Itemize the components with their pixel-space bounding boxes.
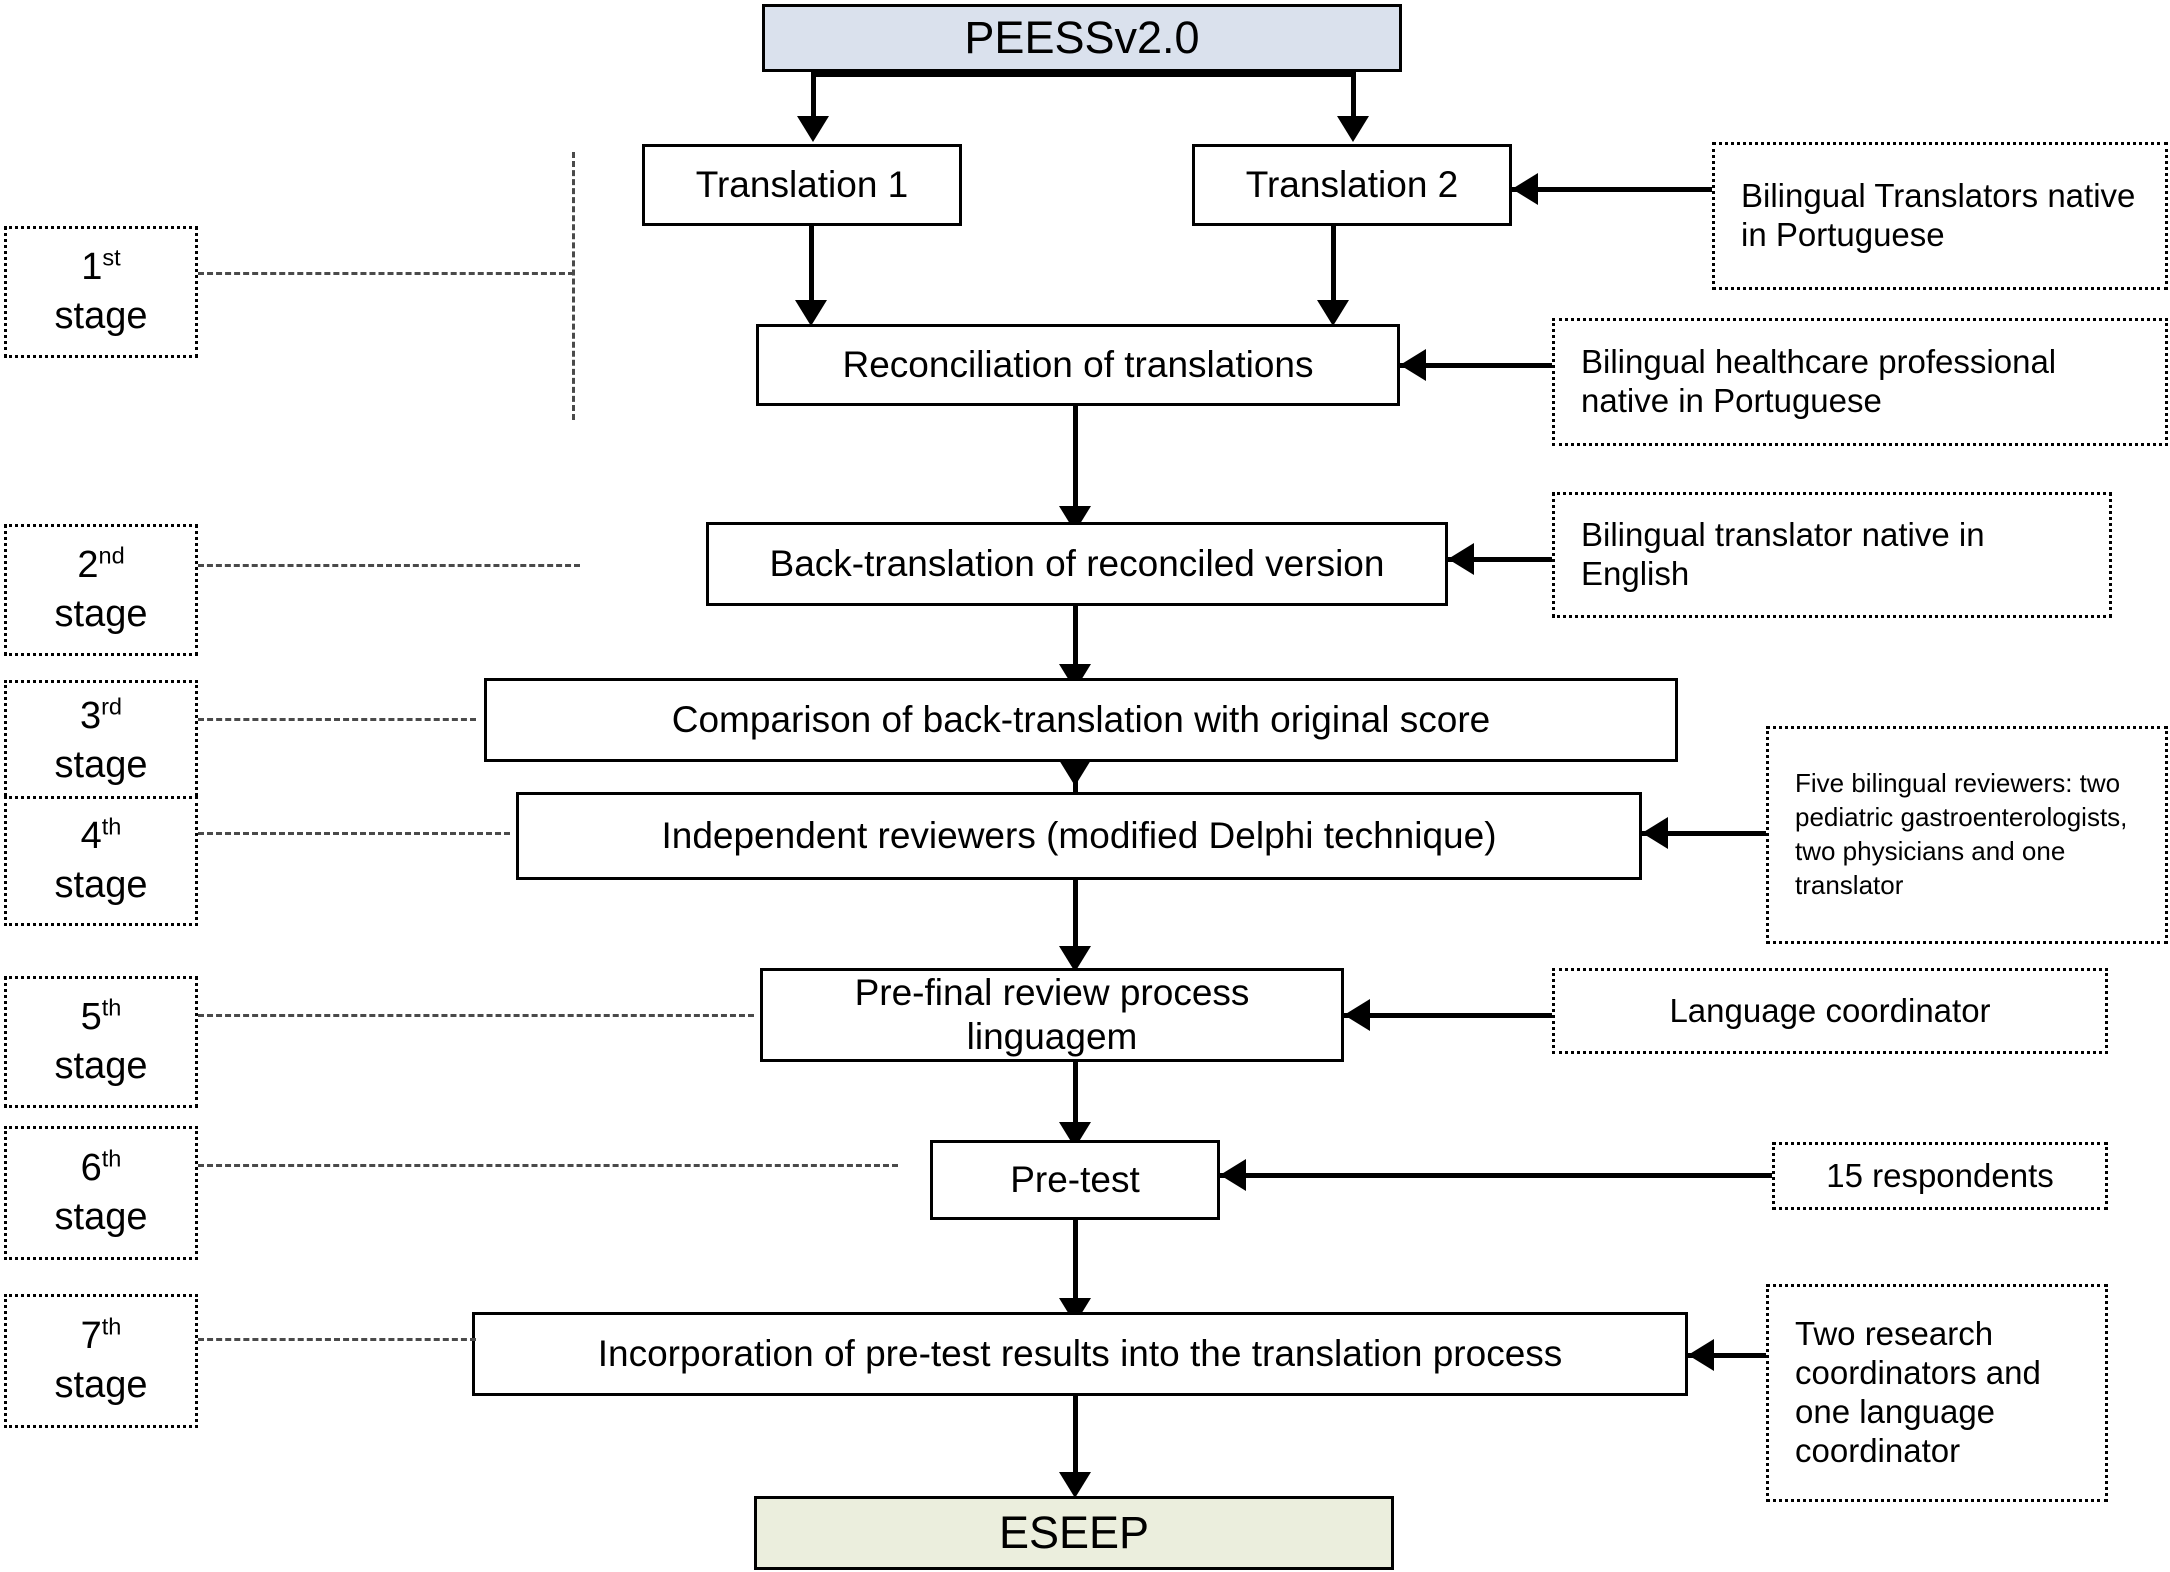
stage-ordinal-5: 5th (80, 993, 122, 1038)
annotation-bilingual-translators: Bilingual Translators native in Portugue… (1712, 142, 2168, 290)
connector-annot-respondents-to-pretest (1220, 1173, 1772, 1178)
arrowhead-translation2-inbound (1512, 173, 1538, 205)
stage-ordinal-2: 2nd (77, 541, 125, 586)
connector-source-to-translation1 (811, 72, 816, 120)
arrowhead-prefinal (1059, 946, 1091, 972)
stage-label-7: 7th stage (4, 1294, 198, 1428)
connector-translation2-to-reconciliation (1331, 226, 1336, 310)
connector-prefinal-to-pretest (1073, 1062, 1078, 1138)
arrowhead-reconciliation-right (1317, 300, 1349, 326)
stage-ordinal-1: 1st (81, 243, 121, 288)
stage-word-3: stage (54, 744, 148, 786)
connector-reviewers-to-prefinal (1073, 880, 1078, 962)
node-translation-1: Translation 1 (642, 144, 962, 226)
leader-stage-2 (198, 564, 580, 567)
annotation-bilingual-healthcare: Bilingual healthcare professional native… (1552, 318, 2168, 446)
annotation-bilingual-translator-english: Bilingual translator native in English (1552, 492, 2112, 618)
node-back-translation: Back-translation of reconciled version (706, 522, 1448, 606)
leader-stage-5 (198, 1014, 754, 1017)
leader-stage-3 (198, 718, 476, 721)
connector-backtranslation-to-comparison (1073, 606, 1078, 680)
leader-stage-6 (198, 1164, 898, 1167)
stage-label-1: 1st stage (4, 226, 198, 358)
stage-label-3: 3rd stage (4, 680, 198, 802)
stage-ordinal-3: 3rd (79, 692, 123, 737)
stage-label-6: 6th stage (4, 1126, 198, 1260)
annotation-two-research-coordinators: Two research coordinators and one langua… (1766, 1284, 2108, 1502)
arrowhead-reviewers-inbound (1642, 817, 1668, 849)
arrowhead-incorporation-inbound (1688, 1339, 1714, 1371)
node-pre-test: Pre-test (930, 1140, 1220, 1220)
arrowhead-reconciliation-inbound (1400, 349, 1426, 381)
node-independent-reviewers: Independent reviewers (modified Delphi t… (516, 792, 1642, 880)
node-peessv2: PEESSv2.0 (762, 4, 1402, 72)
stage-word-5: stage (54, 1045, 148, 1087)
leader-stage-4 (198, 832, 510, 835)
arrowhead-backtranslation-inbound (1448, 543, 1474, 575)
stage-ordinal-4: 4th (80, 812, 122, 857)
stage-label-4: 4th stage (4, 796, 198, 926)
arrowhead-prefinal-inbound (1344, 999, 1370, 1031)
arrowhead-reviewers (1059, 760, 1091, 786)
arrowhead-to-translation1 (797, 116, 829, 142)
stage-word-7: stage (54, 1364, 148, 1406)
node-translation-2: Translation 2 (1192, 144, 1512, 226)
pre-final-line-1: Pre-final review process (854, 972, 1250, 1014)
stage-label-5: 5th stage (4, 976, 198, 1108)
connector-annot-english-to-backtranslation (1448, 557, 1552, 562)
node-pre-final-review: Pre-final review process linguagem (760, 968, 1344, 1062)
annotation-15-respondents: 15 respondents (1772, 1142, 2108, 1210)
stage-ordinal-7: 7th (80, 1312, 122, 1357)
arrowhead-eseep (1059, 1472, 1091, 1498)
arrowhead-pretest-inbound (1220, 1159, 1246, 1191)
pre-final-line-2: linguagem (966, 1016, 1138, 1057)
stage-word-4: stage (54, 864, 148, 906)
stage-label-2: 2nd stage (4, 524, 198, 656)
node-eseep: ESEEP (754, 1496, 1394, 1570)
node-reconciliation: Reconciliation of translations (756, 324, 1400, 406)
stage-word-1: stage (54, 295, 148, 337)
connector-annot-reviewers-to-node (1642, 831, 1766, 836)
fork-horizontal-connector (811, 72, 1356, 77)
node-incorporation: Incorporation of pre-test results into t… (472, 1312, 1688, 1396)
connector-annot-coordinators-to-incorporation (1688, 1353, 1766, 1358)
connector-annot-translators-to-translation2 (1512, 187, 1712, 192)
stage-ordinal-6: 6th (80, 1144, 122, 1189)
connector-annot-healthcare-to-reconciliation (1400, 363, 1552, 368)
connector-incorporation-to-eseep (1073, 1396, 1078, 1492)
stage-word-2: stage (54, 593, 148, 635)
leader-stage-7 (198, 1338, 476, 1341)
annotation-language-coordinator: Language coordinator (1552, 968, 2108, 1054)
node-comparison: Comparison of back-translation with orig… (484, 678, 1678, 762)
connector-reconciliation-to-backtranslation (1073, 406, 1078, 516)
arrowhead-reconciliation-left (795, 300, 827, 326)
bracket-stage-1 (572, 152, 575, 420)
arrowhead-to-translation2 (1337, 116, 1369, 142)
connector-annot-language-to-prefinal (1344, 1013, 1552, 1018)
annotation-five-bilingual-reviewers: Five bilingual reviewers: two pediatric … (1766, 726, 2168, 944)
connector-translation1-to-reconciliation (809, 226, 814, 310)
connector-source-to-translation2 (1351, 72, 1356, 120)
connector-pretest-to-incorporation (1073, 1220, 1078, 1316)
stage-word-6: stage (54, 1196, 148, 1238)
leader-stage-1 (198, 272, 574, 275)
